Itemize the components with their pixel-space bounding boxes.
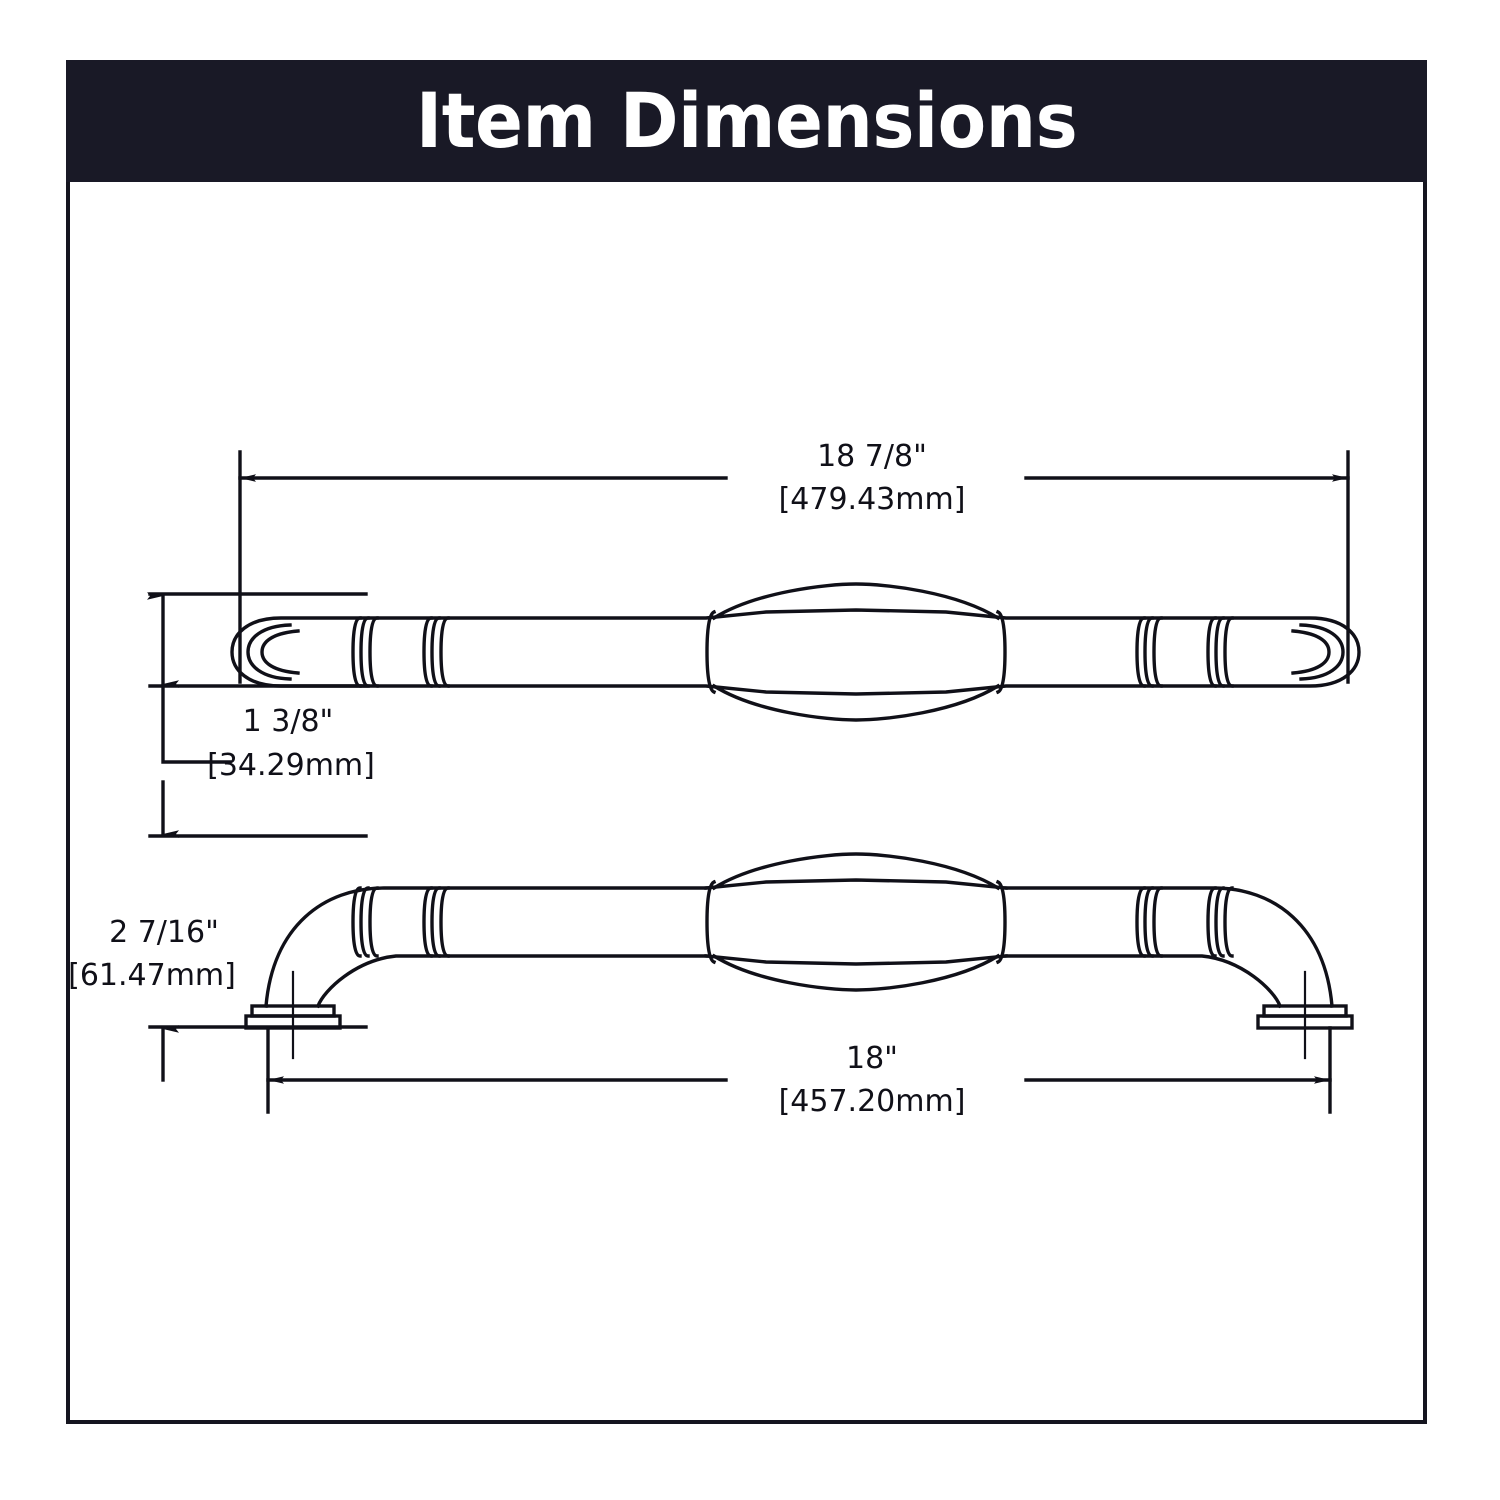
overall-length-imperial-label: 18 7/8" [817,439,927,474]
ring-rib [368,616,379,688]
dimension-overall-length [238,450,1350,684]
center-collar-left [705,609,717,695]
right-limb-inner [1004,954,1283,1009]
center-swell [705,852,1007,992]
ring-rib [1223,616,1234,688]
bar-top-edge [704,878,1008,890]
left-limb-inner [315,954,708,1009]
ring-rib [1152,616,1163,688]
center-swell-bottom [711,953,1001,992]
mounting-foot-left [244,970,342,1060]
center-to-center-imperial-label: 18" [846,1041,898,1076]
ring-rib [368,886,379,958]
left-cap-inner-arc-2 [260,629,300,675]
ring-rib [1143,616,1154,688]
front-view-handle [230,582,1361,722]
left-cap-inner-arc [246,623,292,681]
ring-rib [1143,886,1154,958]
ring-rib [1223,886,1234,958]
center-collar-left [705,879,717,965]
handle-height-metric-label: [61.47mm] [68,958,236,993]
center-swell [705,582,1007,722]
ring-rib [1135,886,1146,958]
ring-rib [1206,886,1217,958]
center-to-center-metric-label: [457.20mm] [779,1084,966,1119]
center-collar-right [995,879,1007,965]
side-view-handle [244,852,1354,1060]
bar-bottom-edge [704,954,1008,966]
ring-rib [439,886,450,958]
ring-rib [1152,886,1163,958]
center-swell-top [711,582,1001,621]
page-title: Item Dimensions [415,76,1078,165]
ring-rib [351,616,362,688]
ring-rib [1214,886,1225,958]
dimension-center-to-center [266,1026,1332,1114]
handle-outline [230,608,1361,696]
ring-rib [359,616,370,688]
left-limb-outer [264,886,708,1008]
projection-depth-metric-label: [34.29mm] [207,748,375,783]
dimension-projection-depth [147,592,368,764]
overall-length-metric-label: [479.43mm] [779,482,966,517]
ring-rib [430,616,441,688]
center-swell-bottom [711,683,1001,722]
technical-drawing-svg: 18 7/8" [479.43mm] 1 3/8" [34.29mm] 2 7/… [68,439,1361,1119]
ring-rib [1206,616,1217,688]
drawing-canvas: 18 7/8" [479.43mm] 1 3/8" [34.29mm] 2 7/… [66,182,1427,1424]
right-limb-outer [1004,886,1334,1008]
leader-line [161,684,232,764]
mounting-foot-right [1256,970,1354,1060]
ring-band-group-right [1135,616,1234,688]
ring-band-group-left [351,886,450,958]
center-collar-right [995,609,1007,695]
right-cap-inner-arc [1299,623,1345,681]
ring-rib [430,886,441,958]
projection-depth-imperial-label: 1 3/8" [243,704,334,739]
ring-rib [422,886,433,958]
center-swell-top [711,852,1001,891]
ring-rib [359,886,370,958]
dimension-labels: 18 7/8" [479.43mm] 1 3/8" [34.29mm] 2 7/… [68,439,965,1119]
ring-band-group-left [351,616,450,688]
right-cap-inner-arc-2 [1291,629,1331,675]
ring-band-group-right [1135,886,1234,958]
ring-rib [351,886,362,958]
ring-rib [1214,616,1225,688]
ring-rib [1135,616,1146,688]
ring-rib [422,616,433,688]
ring-rib [439,616,450,688]
header-band: Item Dimensions [66,60,1427,182]
handle-height-imperial-label: 2 7/16" [109,915,219,950]
